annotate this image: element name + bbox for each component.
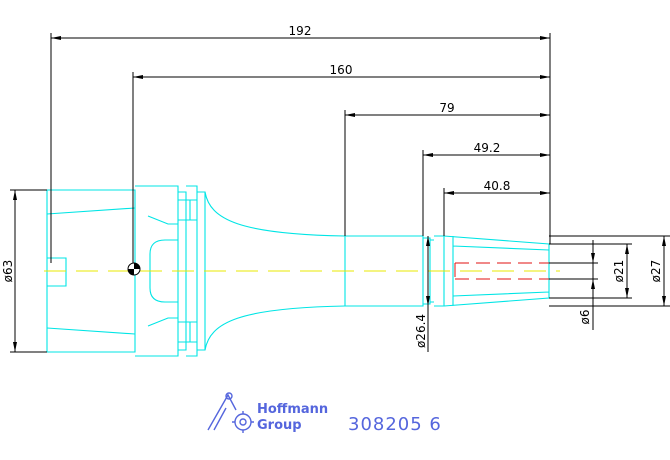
logo-line2: Group [257,418,302,433]
nose-cone [443,235,550,307]
logo-line1: Hoffmann [257,402,328,417]
taper-inner [46,207,136,335]
gauge-point-icon [127,262,141,276]
dim-dia-63-label: ø63 [1,260,15,283]
logo-mark-icon [207,392,254,433]
dim-dia-26-4-label: ø26.4 [414,314,428,348]
dim-dia-6-label: ø6 [578,310,592,325]
dim-dia-21-label: ø21 [612,260,626,283]
pocket-notch [147,215,178,327]
hoffmann-logo: Hoffmann Group [207,392,328,433]
dim-160-label: 160 [330,63,353,77]
dim-79-label: 79 [439,101,454,115]
diameter-dimensions: ø63 ø26.4 ø21 ø27 ø6 [1,189,670,353]
taper-shank [46,189,136,353]
bore-hidden-lines [454,262,549,280]
part-number: 308205 6 [348,414,442,435]
dim-192-label: 192 [289,24,312,38]
drive-slot [47,257,67,287]
flange-face [197,191,206,351]
dim-40-8-label: 40.8 [484,179,511,193]
dim-49-2-label: 49.2 [474,141,501,155]
neck-cone [204,191,346,351]
length-dimensions: 192 160 79 49.2 40.8 [50,24,551,263]
dim-dia-27-label: ø27 [649,260,663,283]
